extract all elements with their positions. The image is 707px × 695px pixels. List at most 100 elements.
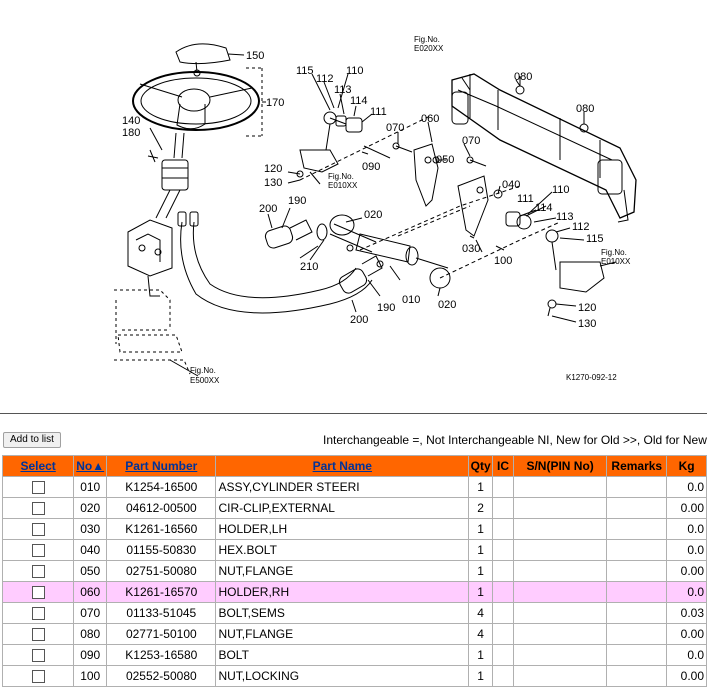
select-cell: [1, 476, 75, 498]
part-name-cell: NUT,LOCKING: [215, 665, 470, 687]
callout-180: 180: [122, 127, 140, 139]
figref-e010-left-line2: E010XX: [328, 181, 358, 190]
qty-cell: 1: [468, 476, 494, 498]
col-select-header[interactable]: Select: [1, 455, 75, 477]
figref-e010-left-line1: Fig.No.: [328, 172, 354, 181]
callout-120-right: 120: [578, 302, 596, 314]
part-number-cell: 02552-50080: [106, 665, 217, 687]
kg-cell: 0.0: [666, 476, 707, 498]
select-cell: [1, 581, 75, 603]
select-checkbox[interactable]: [31, 523, 45, 537]
sn-cell: [512, 644, 608, 666]
no-cell: 020: [73, 497, 108, 519]
no-cell: 010: [73, 476, 108, 498]
remarks-cell: [606, 539, 668, 561]
select-checkbox[interactable]: [31, 502, 45, 516]
part-name-cell: CIR-CLIP,EXTERNAL: [215, 497, 470, 519]
select-checkbox[interactable]: [31, 607, 45, 621]
part-name-cell: HEX.BOLT: [215, 539, 470, 561]
ic-cell: [492, 623, 514, 645]
select-checkbox[interactable]: [31, 628, 45, 642]
part-number-cell: 01133-51045: [106, 602, 217, 624]
no-cell: 080: [73, 623, 108, 645]
callout-090: 090: [362, 161, 380, 173]
part-name-cell: NUT,FLANGE: [215, 623, 470, 645]
callout-170: 170: [266, 97, 284, 109]
col-no-header[interactable]: No▲: [73, 455, 108, 477]
part-name-cell: NUT,FLANGE: [215, 560, 470, 582]
select-checkbox[interactable]: [31, 544, 45, 558]
part-name-cell: BOLT,SEMS: [215, 602, 470, 624]
part-name-cell: BOLT: [215, 644, 470, 666]
no-cell: 070: [73, 602, 108, 624]
callout-020-b: 020: [438, 299, 456, 311]
part-number-cell: 02751-50080: [106, 560, 217, 582]
select-checkbox[interactable]: [31, 670, 45, 684]
remarks-cell: [606, 623, 668, 645]
table-row: 030 K1261-16560 HOLDER,LH 1 0.0: [1, 518, 707, 540]
callout-112-left: 112: [316, 73, 334, 85]
callout-050: 050: [436, 154, 454, 166]
callout-114-left: 114: [350, 95, 368, 107]
steering-diagram-svg: 150 170 140 180 115 112 110 113 114 111 …: [114, 35, 637, 385]
select-cell: [1, 539, 75, 561]
callout-115-left: 115: [296, 65, 314, 77]
select-cell: [1, 623, 75, 645]
qty-cell: 1: [468, 560, 494, 582]
figref-e500-line2: E500XX: [190, 376, 220, 385]
no-cell: 050: [73, 560, 108, 582]
kg-cell: 0.00: [666, 497, 707, 519]
select-checkbox[interactable]: [31, 586, 45, 600]
table-row: 090 K1253-16580 BOLT 1 0.0: [1, 644, 707, 666]
sn-cell: [512, 476, 608, 498]
divider: [0, 413, 707, 414]
callout-020-a: 020: [364, 209, 382, 221]
callout-190-a: 190: [288, 195, 306, 207]
part-number-cell: 04612-00500: [106, 497, 217, 519]
callout-113-left: 113: [334, 84, 352, 96]
figref-e500-line1: Fig.No.: [190, 366, 216, 375]
qty-cell: 4: [468, 623, 494, 645]
select-checkbox[interactable]: [31, 565, 45, 579]
callout-040: 040: [502, 179, 520, 191]
callout-070-b: 070: [462, 135, 480, 147]
kg-cell: 0.00: [666, 623, 707, 645]
callout-030: 030: [462, 243, 480, 255]
callout-100: 100: [494, 255, 512, 267]
figref-e020-line2: E020XX: [414, 44, 444, 53]
callout-190-b: 190: [377, 302, 395, 314]
ic-cell: [492, 602, 514, 624]
callout-120-left: 120: [264, 163, 282, 175]
select-cell: [1, 518, 75, 540]
kg-cell: 0.0: [666, 539, 707, 561]
qty-cell: 1: [468, 518, 494, 540]
callout-080-a: 080: [514, 71, 532, 83]
parts-table: Select No▲ Part Number Part Name Qty IC …: [1, 455, 707, 687]
col-part-number-header[interactable]: Part Number: [106, 455, 217, 477]
select-cell: [1, 560, 75, 582]
select-checkbox[interactable]: [31, 481, 45, 495]
kg-cell: 0.00: [666, 560, 707, 582]
no-cell: 060: [73, 581, 108, 603]
part-number-cell: K1254-16500: [106, 476, 217, 498]
kg-cell: 0.0: [666, 581, 707, 603]
callout-112-right: 112: [572, 221, 590, 233]
add-to-list-button[interactable]: Add to list: [3, 432, 61, 448]
figref-e010-right-line1: Fig.No.: [601, 248, 627, 257]
table-row: 040 01155-50830 HEX.BOLT 1 0.0: [1, 539, 707, 561]
drawing-code: K1270-092-12: [566, 373, 617, 382]
callout-060: 060: [421, 113, 439, 125]
sn-cell: [512, 581, 608, 603]
qty-cell: 1: [468, 665, 494, 687]
callout-130-left: 130: [264, 177, 282, 189]
qty-cell: 1: [468, 644, 494, 666]
select-checkbox[interactable]: [31, 649, 45, 663]
toolbar: Add to list Interchangeable =, Not Inter…: [0, 429, 707, 451]
col-kg-header: Kg: [666, 455, 707, 477]
remarks-cell: [606, 518, 668, 540]
interchangeability-legend: Interchangeable =, Not Interchangeable N…: [323, 433, 707, 447]
table-row: 010 K1254-16500 ASSY,CYLINDER STEERI 1 0…: [1, 476, 707, 498]
callout-110-right: 110: [552, 184, 570, 196]
col-part-name-header[interactable]: Part Name: [215, 455, 470, 477]
sn-cell: [512, 623, 608, 645]
